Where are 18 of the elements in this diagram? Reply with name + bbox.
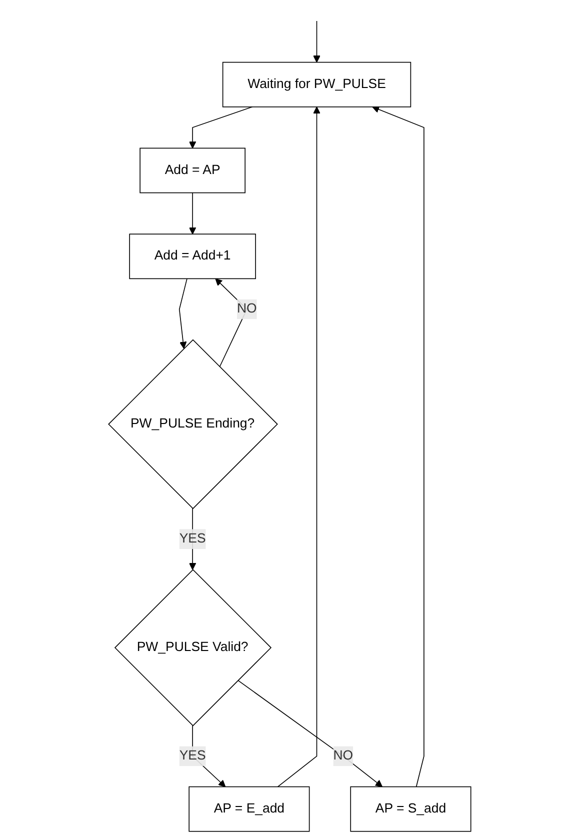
node-box: AP = E_add [188,786,310,832]
arrow [312,20,320,63]
arrow [188,106,252,149]
arrow [372,106,424,788]
node-diamond: PW_PULSE Ending? [108,339,278,510]
edge-label: YES [179,748,206,763]
node-box: Add = Add+1 [128,234,256,280]
arrow [237,680,382,788]
arrow [178,278,188,349]
node-box: AP = S_add [350,786,472,832]
edge-label: YES [179,532,206,546]
node-box: Waiting for PW_PULSE [222,62,411,108]
arrow [277,106,320,788]
node-box: Add = AP [139,148,246,194]
node-diamond: PW_PULSE Valid? [114,569,272,726]
edge-label: NO [236,302,257,316]
arrow [188,192,196,234]
edge-label: NO [333,748,353,763]
